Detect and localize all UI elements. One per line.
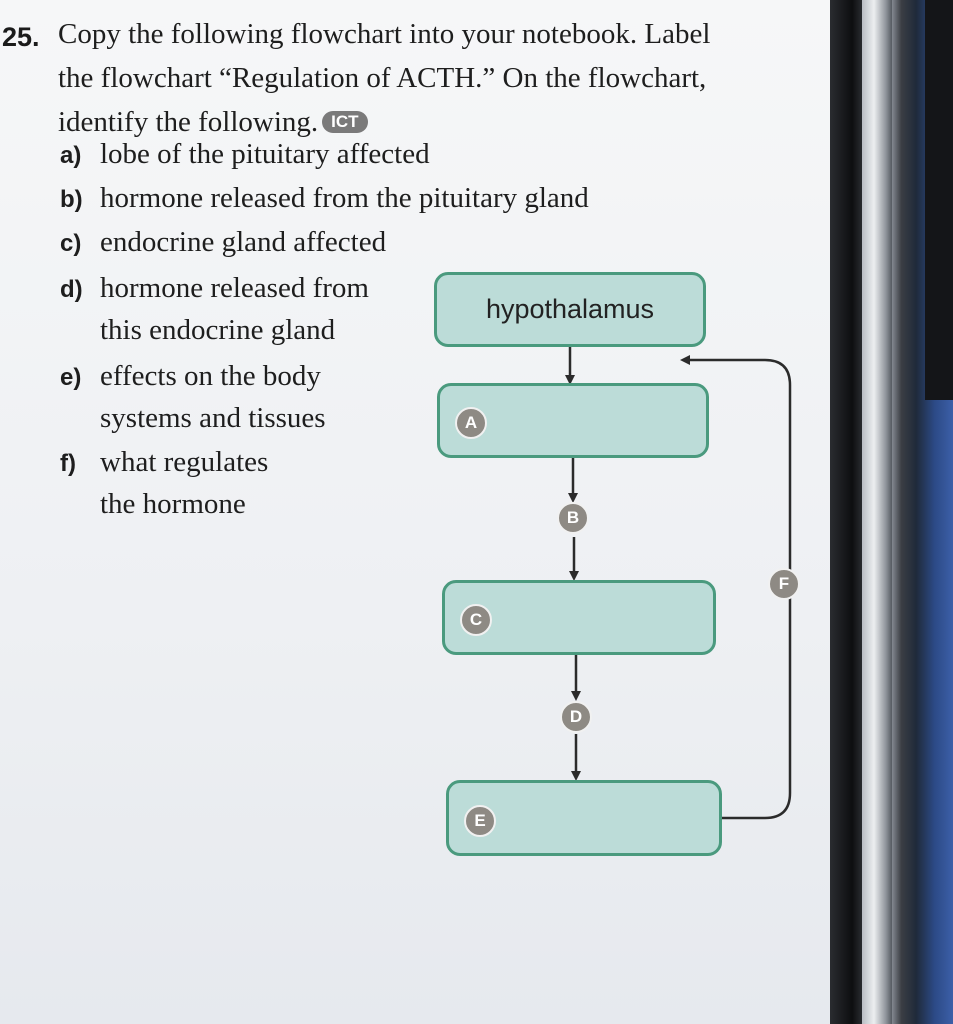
phone-bezel — [862, 0, 892, 1024]
badge-d: D — [560, 701, 592, 733]
box-label: hypothalamus — [485, 294, 655, 324]
background-dark — [925, 0, 953, 400]
item-d: d) hormone released from — [60, 272, 369, 305]
device-edge — [830, 0, 953, 1024]
flowchart-connectors — [565, 346, 792, 820]
badge-f: F — [768, 568, 800, 600]
item-text: hormone released from — [100, 272, 369, 304]
badge-c: C — [460, 604, 492, 636]
item-text: what regulates — [100, 446, 269, 478]
prompt-line-2: the flowchart “Regulation of ACTH.” On t… — [58, 62, 707, 94]
item-marker: a) — [60, 142, 82, 169]
item-marker: e) — [60, 364, 82, 391]
badge-b: B — [557, 502, 589, 534]
badge-a: A — [455, 407, 487, 439]
item-marker: f) — [60, 450, 76, 477]
item-text: effects on the body — [100, 360, 321, 392]
question-prompt: Copy the following flowchart into your n… — [58, 12, 818, 144]
item-text: the hormone — [100, 488, 246, 520]
textbook-page: 25. Copy the following flowchart into yo… — [0, 0, 862, 1024]
item-e: e) effects on the body — [60, 360, 321, 393]
item-marker: d) — [60, 276, 83, 303]
item-text: hormone released from the pituitary glan… — [100, 182, 589, 214]
item-marker: b) — [60, 186, 83, 213]
item-a: a) lobe of the pituitary affected — [60, 138, 430, 171]
prompt-line-3-text: identify the following. — [58, 106, 319, 138]
ict-badge: ICT — [322, 111, 368, 133]
question-number: 25. — [2, 22, 40, 52]
item-text: this endocrine gland — [100, 314, 336, 346]
badge-e: E — [464, 805, 496, 837]
item-b: b) hormone released from the pituitary gl… — [60, 182, 589, 215]
item-text: endocrine gland affected — [100, 226, 387, 258]
item-marker: c) — [60, 230, 82, 257]
box-hypothalamus: hypothalamus — [434, 272, 706, 347]
prompt-line-3: identify the following.ICT — [58, 100, 818, 144]
box-e — [446, 780, 722, 856]
item-f: f) what regulates — [60, 446, 268, 479]
item-text: lobe of the pituitary affected — [100, 138, 430, 170]
prompt-line-1: Copy the following flowchart into your n… — [58, 18, 711, 50]
item-text: systems and tissues — [100, 402, 326, 434]
item-c: c) endocrine gland affected — [60, 226, 386, 259]
